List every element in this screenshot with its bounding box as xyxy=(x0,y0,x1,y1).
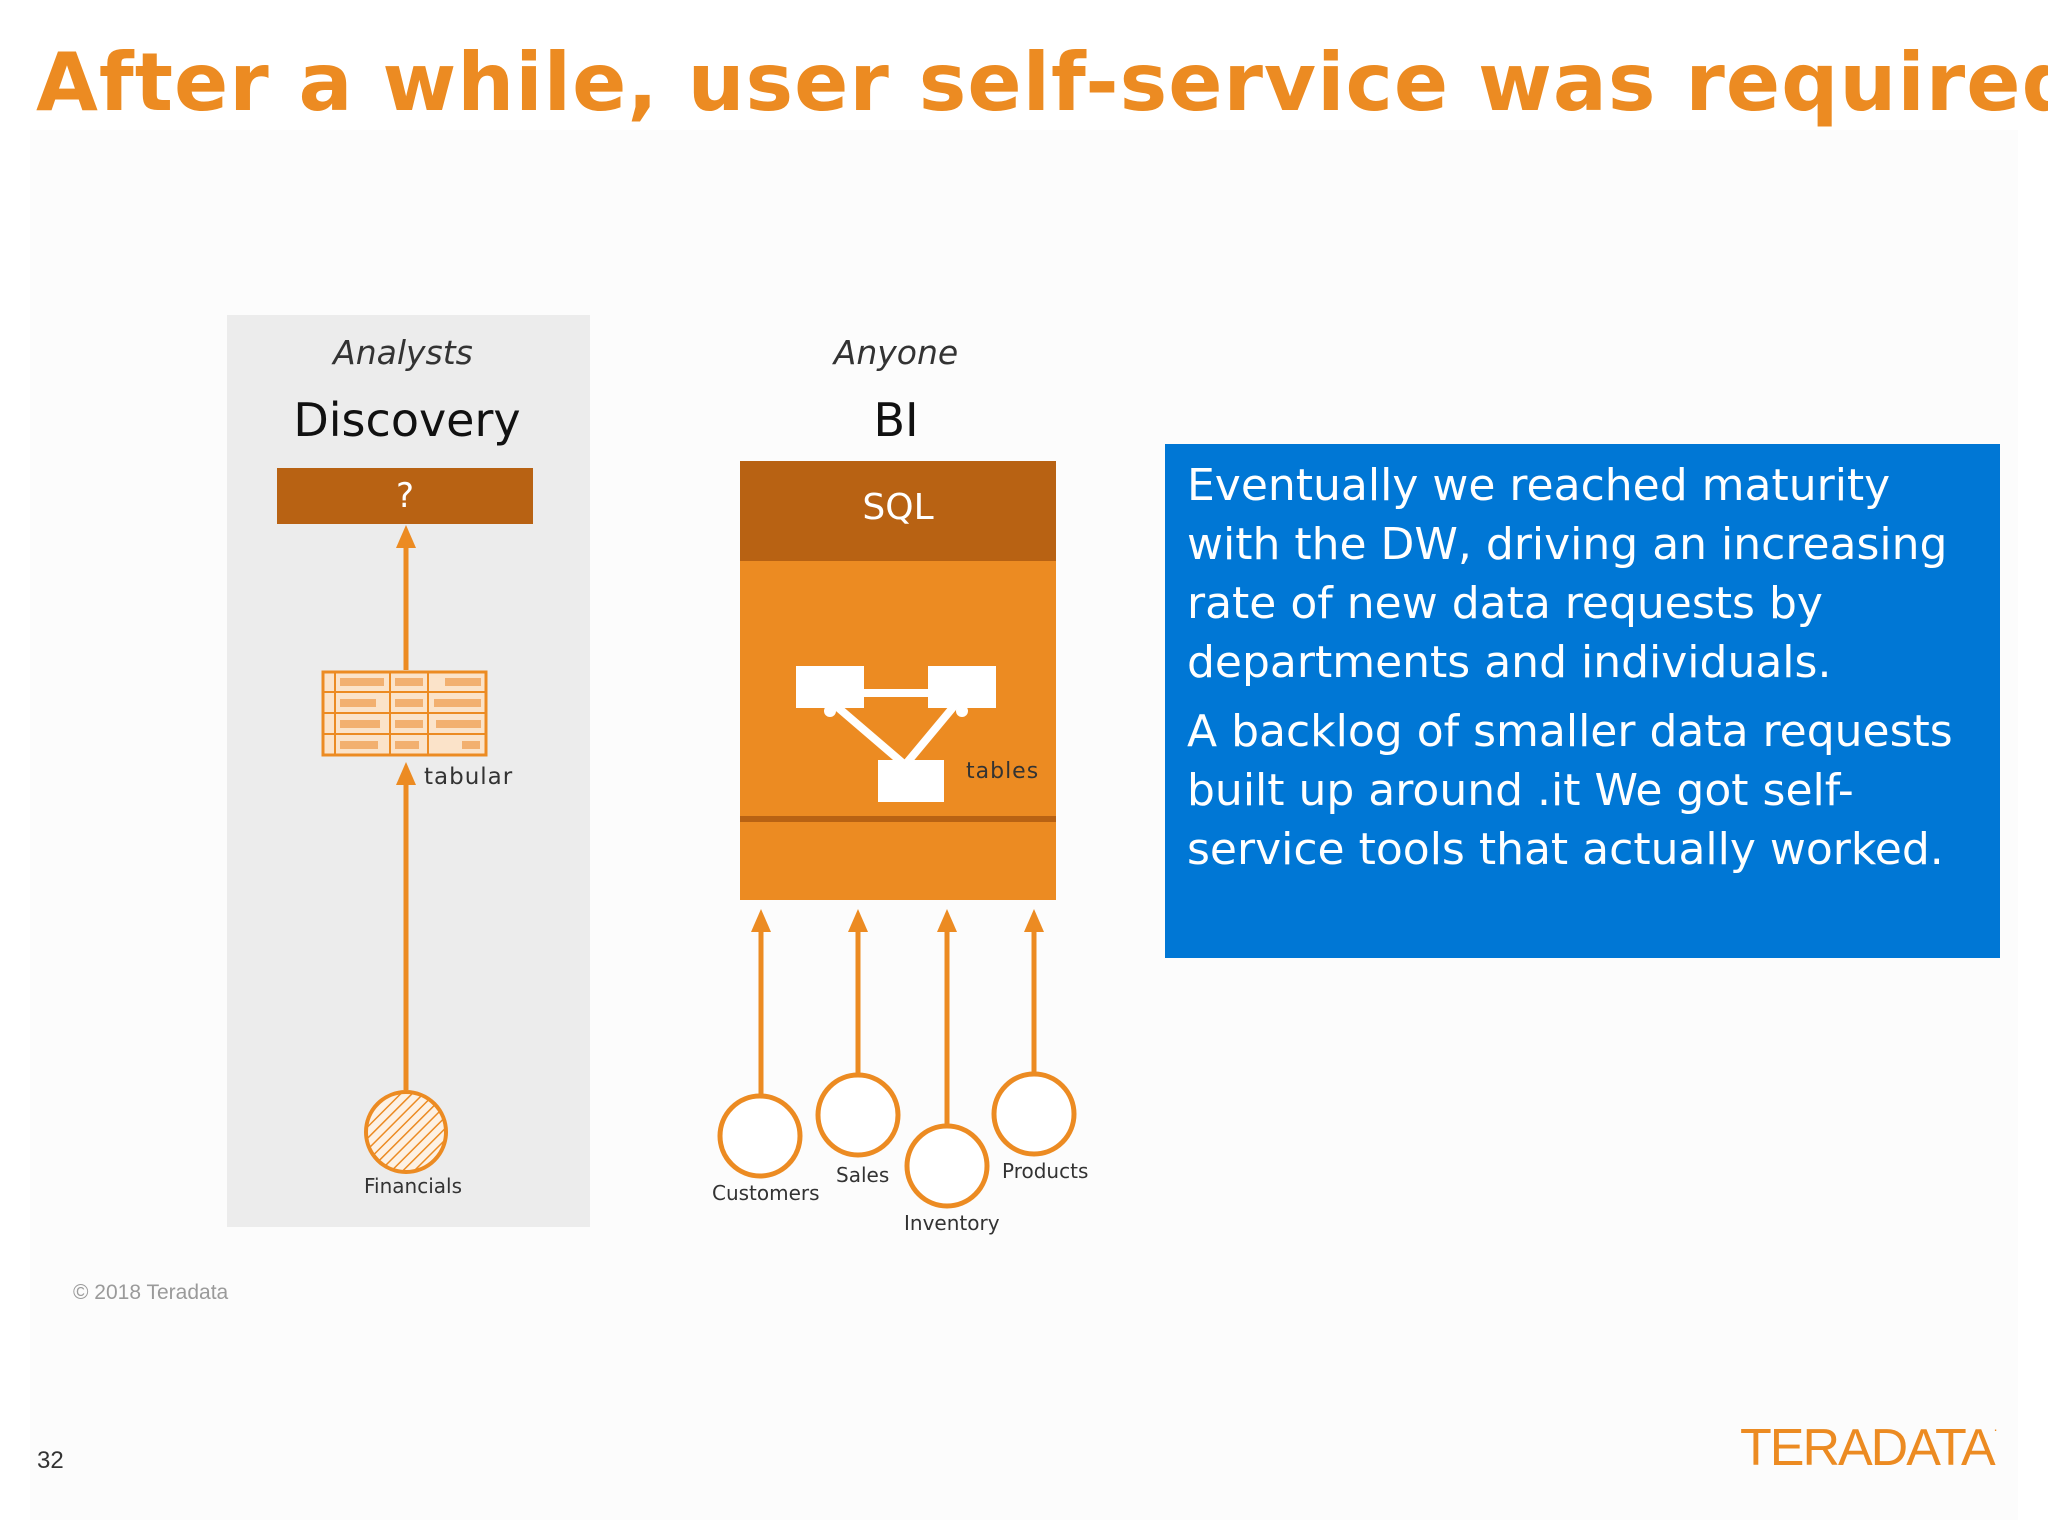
anyone-label: Anyone xyxy=(833,333,959,372)
tabular-to-tool-arrow xyxy=(396,525,416,670)
financials-to-tabular-arrow xyxy=(396,762,416,1090)
discovery-heading: Discovery xyxy=(293,393,521,447)
tables-label: tables xyxy=(966,759,1040,784)
analysts-label: Analysts xyxy=(333,333,473,372)
callout-paragraph: A backlog of smaller data requests built… xyxy=(1187,706,1953,875)
table-grid-icon xyxy=(321,670,488,757)
products-label: Products xyxy=(1002,1159,1089,1183)
logo-mark: . xyxy=(1993,1418,1998,1434)
products-source-icon xyxy=(991,1071,1077,1157)
tables-schema-icon xyxy=(796,666,996,802)
bi-heading: BI xyxy=(873,393,919,447)
inventory-source-icon xyxy=(904,1123,990,1209)
sales-label: Sales xyxy=(836,1163,890,1187)
bi-divider xyxy=(740,816,1056,822)
bi-warehouse-box: SQL xyxy=(740,461,1056,900)
teradata-logo: TERADATA. xyxy=(1740,1418,1998,1478)
customers-arrow xyxy=(751,909,771,1095)
inventory-arrow xyxy=(937,909,957,1125)
tabular-label: tabular xyxy=(424,764,514,790)
sales-source-icon xyxy=(815,1072,901,1158)
financials-source-icon xyxy=(364,1090,448,1174)
sales-arrow xyxy=(848,909,868,1077)
customers-source-icon xyxy=(717,1093,803,1179)
customers-label: Customers xyxy=(712,1181,820,1205)
logo-text: TERADATA xyxy=(1740,1419,1996,1477)
callout-paragraph: Eventually we reached maturity with the … xyxy=(1187,460,1948,688)
maturity-callout: Eventually we reached maturity with the … xyxy=(1165,444,2000,958)
page-number: 32 xyxy=(37,1447,64,1474)
inventory-label: Inventory xyxy=(904,1211,1000,1235)
products-arrow xyxy=(1024,909,1044,1073)
copyright-notice: © 2018 Teradata xyxy=(73,1281,229,1304)
slide-title: After a while, user self-service was req… xyxy=(36,36,2048,129)
sql-layer: SQL xyxy=(740,461,1056,561)
unknown-tool-box: ? xyxy=(277,468,533,524)
financials-label: Financials xyxy=(364,1174,462,1198)
